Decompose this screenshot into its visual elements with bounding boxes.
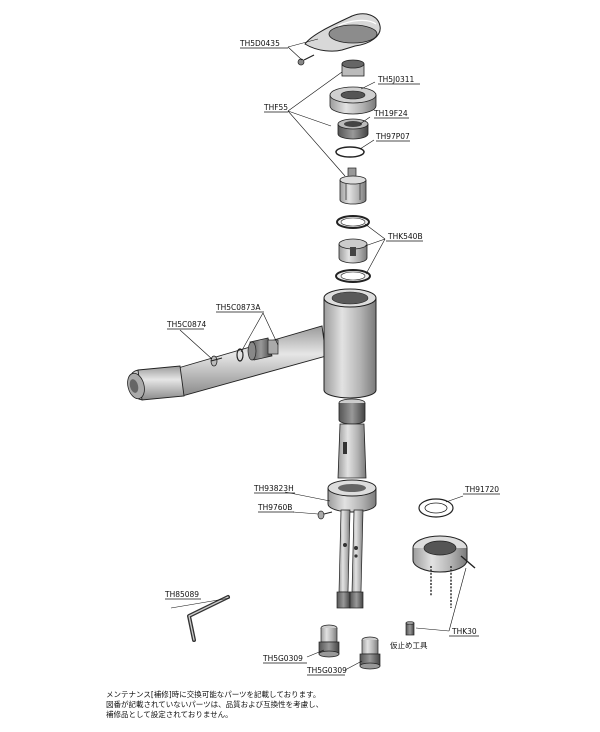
label-thk30: THK30 [451,627,477,636]
mounting-gasket [418,498,454,518]
label-th85089: TH85089 [164,590,199,599]
label-th91720: TH91720 [464,485,499,494]
note-line-3: 補修品として設定されておりません。 [106,710,233,719]
packing-ring-bottom [335,269,371,283]
maintenance-note: メンテナンス[補修]時に交換可能なパーツを記載しております。 図番が記載されてい… [106,690,323,720]
aerator [210,355,223,367]
label-th5g0309-a: TH5G0309 [262,654,303,663]
cap-insert [341,59,365,77]
packing-ring-middle [338,238,368,264]
label-th97p07: TH97P07 [375,132,410,141]
note-line-2: 図番が記載されていないパーツは、品質および互換性を考慮し、 [106,700,324,709]
label-th5c0873a: TH5C0873A [215,303,261,312]
label-th19f24: TH19F24 [373,109,408,118]
label-fixing-tool: 仮止め工具 [390,640,428,650]
decorative-cap-ring [329,86,377,115]
check-valve-adapter-right [359,636,381,670]
check-valve-adapter-left [318,624,340,658]
handle-set-screw [297,54,315,66]
o-ring-upper [335,146,365,158]
threaded-nut [337,118,369,140]
hex-key [187,595,230,642]
packing-ring-top [336,215,370,229]
label-th5g0309-b: TH5G0309 [306,666,347,675]
supply-pipes [336,509,364,609]
label-th93823h: TH93823H [253,484,294,493]
note-line-1: メンテナンス[補修]時に交換可能なパーツを記載しております。 [106,690,321,699]
spout-adapter [247,337,279,361]
label-th9760b: TH9760B [257,503,292,512]
label-th5c0874: TH5C0874 [166,320,207,329]
mounting-bracket [412,535,476,608]
lever-handle [304,13,381,52]
label-th5j0311: TH5J0311 [377,75,415,84]
label-thk540b: THK540B [387,232,423,241]
label-th5d0435: TH5D0435 [239,39,280,48]
spout-o-ring [236,348,244,362]
label-thf55: THF55 [263,103,288,112]
cartridge [339,167,367,205]
set-screw [317,510,333,520]
fixing-tool [405,621,415,636]
part-labels: TH5D0435 TH5J0311 THF55 TH19F24 TH97P07 … [164,39,500,676]
lower-shank [327,398,377,513]
leader-lines [170,38,467,671]
